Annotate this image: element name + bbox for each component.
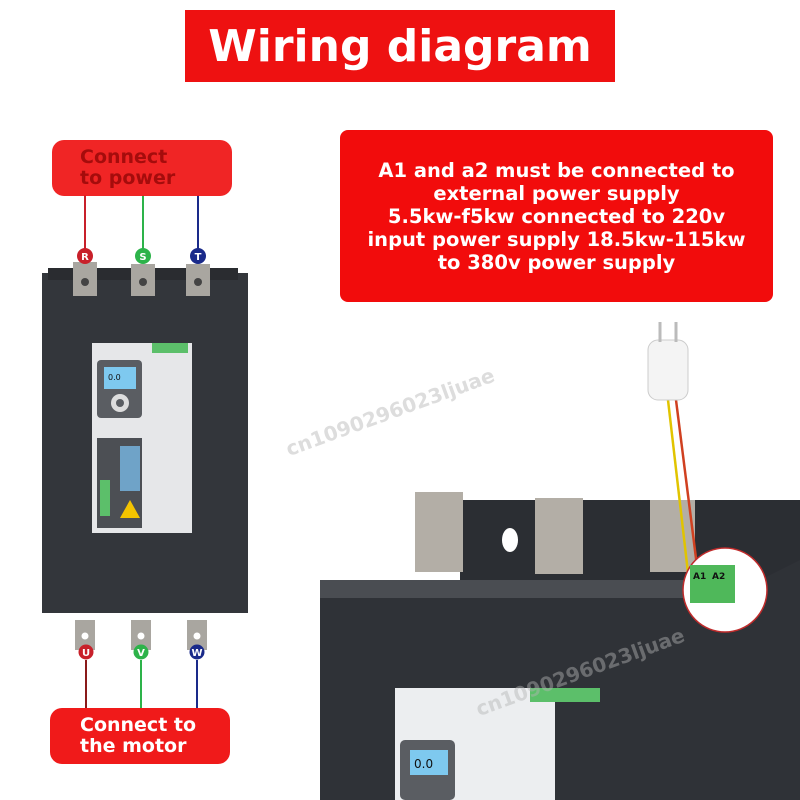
busbar <box>535 498 583 574</box>
busbar <box>415 492 463 572</box>
terminal-v-badge <box>133 644 149 660</box>
info-box: A1 and a2 must be connected to external … <box>340 130 773 302</box>
power-label-line: Connect <box>80 146 168 168</box>
busbar <box>650 500 695 572</box>
info-line: 5.5kw-f5kw connected to 220v <box>387 204 726 228</box>
display-value: 0.0 <box>108 373 121 382</box>
connect-to-motor-label: Connect to the motor <box>50 708 230 764</box>
connect-to-power-label: Connect to power <box>52 140 232 196</box>
terminal-a2-label: A2 <box>712 572 725 582</box>
power-label-line: to power <box>80 167 176 189</box>
info-line: input power supply 18.5kw-115kw <box>367 227 746 251</box>
terminal-u-label: U <box>82 648 90 659</box>
terminal-w-label: W <box>191 648 202 659</box>
terminal-u-badge <box>78 644 94 660</box>
a1-a2-terminal <box>690 565 735 603</box>
info-line: to 380v power supply <box>437 250 676 274</box>
terminal-t-label: T <box>195 252 202 263</box>
info-line: A1 and a2 must be connected to <box>378 158 735 182</box>
terminal-t-badge <box>190 248 206 264</box>
page-title: Wiring diagram <box>185 10 615 82</box>
info-line: external power supply <box>433 181 680 205</box>
terminal-s-label: S <box>139 252 146 263</box>
terminal-r-badge <box>77 248 93 264</box>
terminal-s-badge <box>135 248 151 264</box>
lcd-display <box>104 367 136 389</box>
display-value-closeup: 0.0 <box>414 757 433 771</box>
power-plug <box>647 339 689 401</box>
input-terminal-bars <box>73 262 210 296</box>
motor-label-line: the motor <box>80 735 187 757</box>
terminal-w-badge <box>189 644 205 660</box>
motor-label-line: Connect to <box>80 714 197 736</box>
terminal-r-label: R <box>81 252 89 263</box>
output-terminal-bars <box>75 620 207 650</box>
mounting-hole <box>502 528 518 552</box>
terminal-v-label: V <box>137 648 145 659</box>
terminal-a1-label: A1 <box>693 572 706 582</box>
